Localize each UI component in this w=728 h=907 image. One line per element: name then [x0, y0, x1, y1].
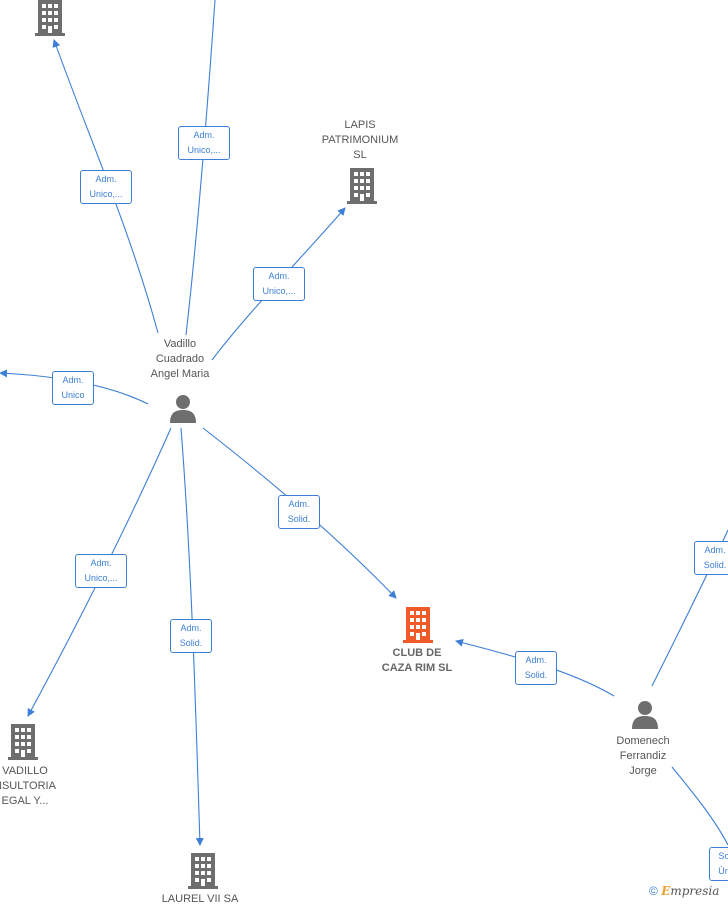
node-label-club[interactable]: CLUB DE CAZA RIM SL [381, 647, 453, 674]
node-label-vadillo-consultoria[interactable]: VADILLO NSULTORIA EGAL Y... [0, 765, 56, 807]
building-icon[interactable] [8, 724, 38, 760]
building-icon[interactable] [35, 0, 65, 36]
main-building-icon[interactable] [403, 607, 433, 643]
edge-label-domenech-club[interactable]: Adm. Solid. [515, 651, 557, 685]
edge-label-consultoria[interactable]: Adm. Unico,... [75, 554, 127, 588]
edge-domenech-bottom-right [671, 766, 728, 846]
person-icon[interactable] [632, 701, 658, 729]
node-label-lapis[interactable]: LAPIS PATRIMONIUM SL [321, 119, 399, 161]
building-icon[interactable] [347, 168, 377, 204]
edge-label-domenech-top-right[interactable]: Adm. Solid. [694, 541, 728, 575]
edge-label-left[interactable]: Adm. Unico [52, 371, 94, 405]
edge-label-top-left[interactable]: Adm. Unico,... [80, 170, 132, 204]
edge-label-domenech-bottom-right[interactable]: So Ún [709, 847, 728, 881]
brand-name: mpresia [670, 884, 720, 898]
edge-label-laurel[interactable]: Adm. Solid. [170, 619, 212, 653]
person-icon[interactable] [170, 395, 196, 423]
building-icon[interactable] [188, 853, 218, 889]
node-label-vadillo[interactable]: Vadillo Cuadrado Angel Maria [150, 338, 210, 380]
edge-label-lapis[interactable]: Adm. Unico,... [253, 267, 305, 301]
node-label-domenech[interactable]: Domenech Ferrandiz Jorge [616, 735, 670, 777]
copyright-icon: © [649, 884, 658, 898]
edge-vadillo-top [185, 0, 216, 336]
edge-label-club[interactable]: Adm. Solid. [278, 495, 320, 529]
node-label-laurel[interactable]: LAUREL VII SA [161, 893, 239, 905]
edge-label-top[interactable]: Adm. Unico,... [178, 126, 230, 160]
brand-logo-letter: E [661, 884, 671, 898]
brand-watermark: © Empresia [649, 884, 719, 898]
